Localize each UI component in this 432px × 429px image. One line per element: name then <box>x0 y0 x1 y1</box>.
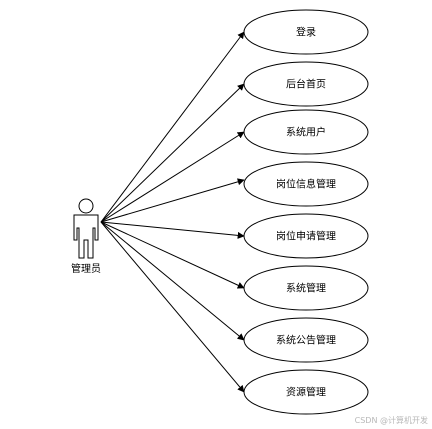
use-case-dashboard: 后台首页 <box>243 61 369 107</box>
use-case-label: 系统用户 <box>286 126 326 139</box>
use-case-position-application: 岗位申请管理 <box>243 213 369 259</box>
use-case-ellipse <box>243 9 369 55</box>
use-case-label: 系统管理 <box>286 282 326 295</box>
use-case-ellipse <box>243 109 369 155</box>
actor-admin: 管理员 <box>71 198 101 275</box>
use-case-ellipse <box>243 213 369 259</box>
arrow-to-position-application <box>100 221 245 239</box>
use-case-system-management: 系统管理 <box>243 265 369 311</box>
use-case-system-users: 系统用户 <box>243 109 369 155</box>
arrow-to-login <box>100 31 245 223</box>
use-case-ellipse <box>243 317 369 363</box>
use-case-ellipse <box>243 369 369 415</box>
use-case-label: 系统公告管理 <box>276 334 336 347</box>
use-case-ellipse <box>243 61 369 107</box>
use-case-label: 岗位申请管理 <box>276 230 336 243</box>
actor-label: 管理员 <box>71 262 101 275</box>
arrow-to-position-info <box>100 178 245 223</box>
actor-head <box>78 198 94 214</box>
association-arrows <box>100 31 245 393</box>
arrow-to-resources <box>100 221 245 393</box>
arrow-to-system-management <box>100 221 245 289</box>
arrow-to-announcement <box>100 221 245 341</box>
use-case-label: 后台首页 <box>286 78 326 91</box>
use-case-label: 资源管理 <box>286 386 326 399</box>
use-case-login: 登录 <box>243 9 369 55</box>
arrow-to-dashboard <box>100 83 245 223</box>
use-case-ellipse <box>243 161 369 207</box>
actor-body <box>73 214 99 259</box>
use-case-ellipse <box>243 265 369 311</box>
use-case-label: 登录 <box>296 26 316 39</box>
use-case-label: 岗位信息管理 <box>276 178 336 191</box>
use-case-resources: 资源管理 <box>243 369 369 415</box>
use-case-announcement: 系统公告管理 <box>243 317 369 363</box>
arrow-to-system-users <box>100 131 245 223</box>
watermark: CSDN @计算机开发 <box>355 415 428 425</box>
use-case-position-info: 岗位信息管理 <box>243 161 369 207</box>
